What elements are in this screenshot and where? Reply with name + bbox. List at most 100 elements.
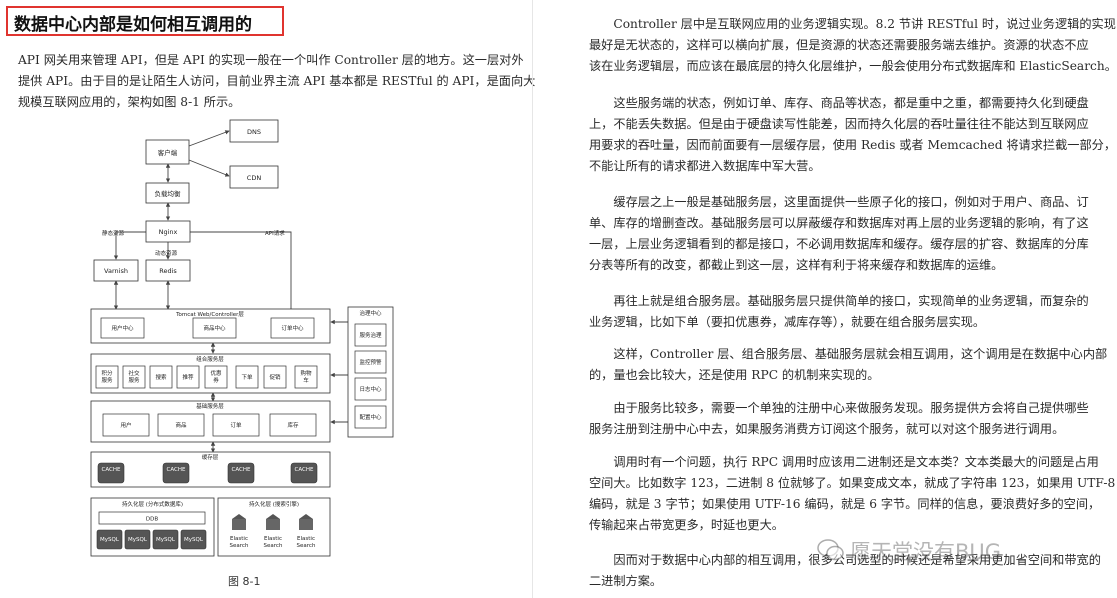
basic-item (269, 413, 317, 437)
combo-item-label: 下单 (241, 373, 253, 381)
client-node (145, 139, 190, 165)
combo-item-label: 服务 (101, 376, 113, 384)
body-paragraph: Controller 层中是互联网应用的业务逻辑实现。8.2 节讲 RESTfu… (589, 14, 1117, 77)
mysql-label: MySQL (156, 537, 176, 543)
combo-item (95, 365, 119, 389)
paragraph-line: 最好是无状态的，这样可以横向扩展，但是资源的状态还需要服务端去维护。资源的状态不… (589, 38, 1089, 52)
paragraph-line: 这样，Controller 层、组合服务层、基础服务层就会相互调用，这个调用是在… (613, 347, 1108, 361)
combo-item (294, 365, 318, 389)
architecture-diagram: 客户端 DNS CDN 负载均衡 Nginx 静态资源 动态资源 API请求 V… (90, 119, 394, 557)
combo-item (263, 365, 287, 389)
paragraph-line: 因而对于数据中心内部的相互调用，很多公司选型的时候还是希望采用更加省空间和带宽的 (613, 553, 1101, 567)
combo-item-label: 社交 (128, 369, 140, 377)
nginx-label: Nginx (159, 228, 178, 236)
watermark-text: 愿天堂没有BUG (850, 540, 1002, 564)
governance-item-label: 配置中心 (359, 413, 382, 421)
paragraph-line: 该在业务逻辑层，而应该在最底层的持久化层维护，一般会使用分布式数据库和 Elas… (589, 59, 1117, 73)
body-paragraph: 缓存层之上一般是基础服务层，这里面提供一些原子化的接口，例如对于用户、商品、订单… (589, 192, 1089, 276)
combo-item-label: 推荐 (182, 373, 194, 381)
mysql-label: MySQL (128, 537, 148, 543)
figure-caption: 图 8-1 (228, 575, 261, 588)
paragraph-line: 提供 API。由于目的是让陌生人访问，目前业界主流 API 基本都是 RESTf… (18, 74, 536, 88)
basic-item-label: 库存 (287, 421, 299, 429)
paragraph-line: 一层，上层业务逻辑看到的都是接口，不必调用数据库和缓存。缓存层的扩容、数据库的分… (589, 237, 1089, 251)
combo-item-label: 搜索 (155, 373, 167, 381)
paragraph-line: 编码，就是 3 字节；如果使用 UTF-16 编码，就是 6 字节。同样的信息，… (589, 497, 1101, 511)
paragraph-line: 由于服务比较多，需要一个单独的注册中心来做服务发现。服务提供方会将自己提供哪些 (613, 401, 1089, 415)
paragraph-line: 的，量也会比较大，还是使用 RPC 的机制来实现的。 (589, 368, 880, 382)
paragraph-line: 二进制方案。 (589, 574, 663, 588)
paragraph-line: 再往上就是组合服务层。基础服务层只提供简单的接口，实现简单的业务逻辑，而复杂的 (613, 294, 1089, 308)
paragraph-line: 不能让所有的请求都进入数据库中军大营。 (589, 159, 821, 173)
cache-layer (90, 451, 331, 488)
cache-label: CACHE (102, 467, 121, 473)
title-highlight-box (6, 6, 284, 36)
tomcat-item (100, 317, 145, 339)
mysql-label: MySQL (184, 537, 204, 543)
right-page: Controller 层中是互联网应用的业务逻辑实现。8.2 节讲 RESTfu… (540, 0, 1117, 598)
wechat-icon (817, 539, 844, 561)
combo-item-label: 积分 (101, 369, 113, 377)
combo-item (149, 365, 173, 389)
cache-label: CACHE (167, 467, 186, 473)
dynamic-resource-label: 动态资源 (155, 249, 178, 257)
left-page: 数据中心内部是如何相互调用的 API 网关用来管理 API，但是 API 的实现… (0, 0, 536, 598)
mysql-items: MySQL MySQL MySQL MySQL (96, 529, 207, 550)
cdn-label: CDN (247, 174, 262, 182)
varnish-label: Varnish (104, 267, 128, 275)
page-divider (532, 0, 533, 598)
paragraph-line: 分表等所有的改变，都截止到这一层，这样有利于将来缓存和数据库的运维。 (589, 258, 1004, 272)
body-paragraph: 因而对于数据中心内部的相互调用，很多公司选型的时候还是希望采用更加省空间和带宽的… (589, 550, 1101, 592)
basic-item-label: 订单 (230, 421, 242, 429)
es-node-body (299, 519, 313, 530)
ddb-node (98, 511, 206, 525)
paragraph-line: 用要求的吞吐量，因而前面要有一层缓存层，使用 Redis 或者 Memcache… (589, 138, 1117, 152)
tomcat-title: Tomcat Web/Controller层 (175, 311, 244, 318)
paragraph-line: 单、库存的增删查改。基础服务层可以屏蔽缓存和数据库对再上层的业务逻辑的影响，有了… (589, 216, 1089, 230)
cache-label: CACHE (295, 467, 314, 473)
governance-item (354, 377, 387, 401)
cache-node (162, 462, 190, 484)
combo-item-label: 购物 (300, 369, 312, 377)
nginx-node (145, 220, 191, 243)
client-label: 客户端 (158, 148, 178, 157)
mysql-label: MySQL (100, 537, 120, 543)
api-request-label: API请求 (265, 229, 285, 237)
combo-title: 组合服务层 (196, 355, 224, 363)
es-label: Elastic (264, 536, 282, 542)
es-label: Elastic (297, 536, 315, 542)
combo-item-label: 车 (303, 376, 309, 384)
cache-node (227, 462, 255, 484)
paragraph-line: 服务注册到注册中心中去，如果服务消费方订阅这个服务，就可以对这个服务进行调用。 (589, 422, 1065, 436)
basic-item-label: 商品 (175, 421, 187, 429)
dns-label: DNS (247, 128, 261, 136)
paragraph-line: 上，不能丢失数据。但是由于硬盘读写性能差，因而持久化层的吞吐量往往不能达到互联网… (589, 117, 1089, 131)
cache-title: 缓存层 (202, 453, 219, 461)
body-paragraph: 再往上就是组合服务层。基础服务层只提供简单的接口，实现简单的业务逻辑，而复杂的业… (589, 291, 1089, 333)
combo-item-label: 服务 (128, 376, 140, 384)
body-paragraph: 由于服务比较多，需要一个单独的注册中心来做服务发现。服务提供方会将自己提供哪些服… (589, 398, 1089, 440)
dns-node (229, 119, 279, 143)
body-paragraph: 这样，Controller 层、组合服务层、基础服务层就会相互调用，这个调用是在… (589, 344, 1108, 386)
combo-items: 积分服务社交服务搜索推荐优惠券下单促销购物车 (95, 365, 318, 389)
paragraph-line: 空间大。比如数字 123，二进制 8 位就够了。如果变成文本，就成了字符串 12… (589, 476, 1116, 490)
cdn-node (229, 165, 279, 189)
governance-item (354, 405, 387, 429)
body-paragraph: 调用时有一个问题，执行 RPC 调用时应该用二进制还是文本类？文本类最大的问题是… (589, 452, 1116, 536)
combo-item (235, 365, 259, 389)
es-node-body (232, 519, 246, 530)
paragraph-line: 调用时有一个问题，执行 RPC 调用时应该用二进制还是文本类？文本类最大的问题是… (613, 455, 1099, 469)
es-label: Search (297, 543, 316, 549)
paragraph-line: 缓存层之上一般是基础服务层，这里面提供一些原子化的接口，例如对于用户、商品、订 (613, 195, 1089, 209)
governance-item (354, 323, 387, 347)
tomcat-item-label: 用户中心 (111, 324, 134, 332)
ddb-label: DDB (146, 517, 158, 523)
body-paragraph: 这些服务端的状态，例如订单、库存、商品等状态，都是重中之重，都需要持久化到硬盘上… (589, 93, 1117, 177)
persistence-db-title: 持久化层 (分布式数据库) (122, 500, 183, 508)
paragraph-line: Controller 层中是互联网应用的业务逻辑实现。8.2 节讲 RESTfu… (613, 17, 1116, 31)
cache-node (290, 462, 318, 484)
persistence-search-title: 持久化层 (搜索引擎) (249, 500, 299, 508)
paragraph-line: API 网关用来管理 API，但是 API 的实现一般在一个叫作 Control… (18, 53, 524, 67)
paragraph-line: 业务逻辑，比如下单（要扣优惠券，减库存等），就要在组合服务层实现。 (589, 315, 986, 329)
